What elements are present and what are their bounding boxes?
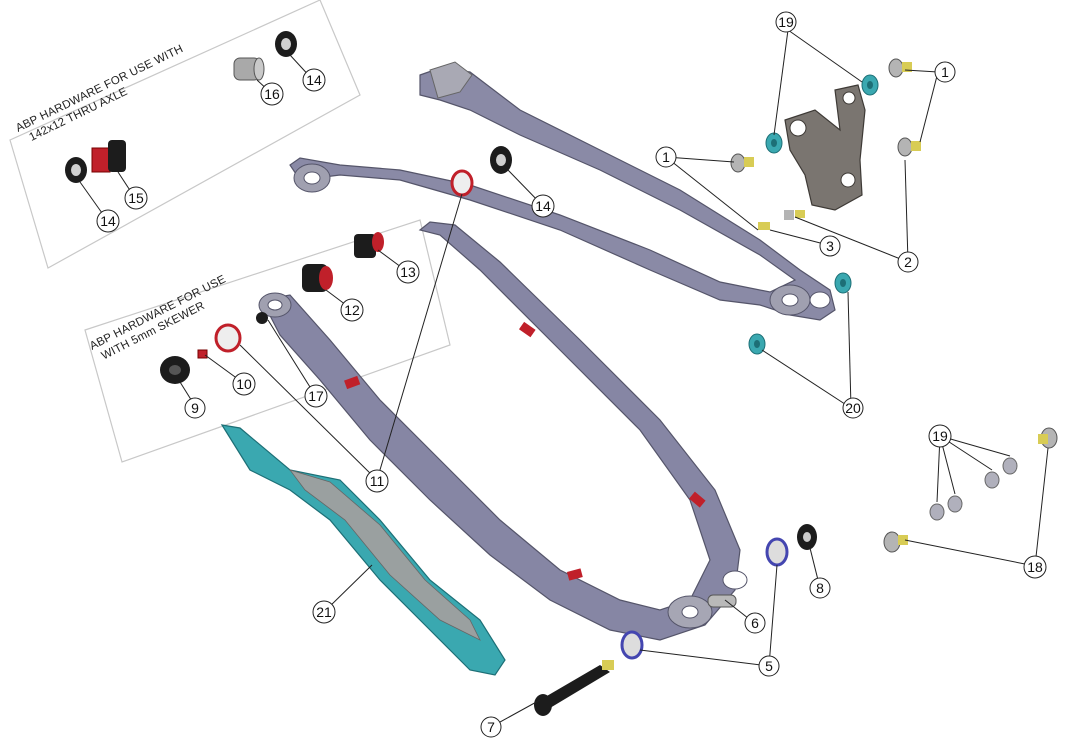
thru-axle-nut-part-15: [91, 140, 126, 173]
callout-17: 17: [304, 384, 328, 408]
svg-text:14: 14: [100, 213, 116, 229]
pivot-bolt-part-1c: [897, 137, 921, 157]
callout-5: 5: [758, 655, 780, 677]
thru-axle-hardware-box: ABP HARDWARE FOR USE WITH 142x12 THRU AX…: [9, 0, 361, 269]
svg-text:14: 14: [306, 72, 322, 88]
callout-7: 7: [480, 716, 502, 738]
svg-text:19: 19: [778, 14, 794, 30]
bearing-part-8: [797, 524, 817, 550]
svg-text:5: 5: [765, 658, 773, 674]
bearing-part-11b: [214, 323, 242, 353]
svg-text:1: 1: [941, 64, 949, 80]
bearing-part-11a: [450, 169, 474, 197]
washer-part-20d: [748, 333, 766, 355]
callout-20-lower: 20: [842, 397, 864, 419]
callout-20-top: 19: [775, 11, 797, 33]
washer-part-20b: [861, 74, 879, 96]
callout-6: 6: [744, 612, 766, 634]
pivot-bolt-part-18b: [883, 531, 908, 553]
pivot-bolt-part-1a: [730, 153, 754, 173]
svg-text:14: 14: [535, 198, 551, 214]
svg-text:16: 16: [264, 86, 280, 102]
svg-text:8: 8: [816, 580, 824, 596]
axle-part-7: [534, 660, 614, 716]
pivot-bolt-part-1b: [888, 58, 912, 78]
svg-text:2: 2: [904, 254, 912, 270]
svg-text:12: 12: [344, 302, 360, 318]
svg-text:3: 3: [826, 238, 834, 254]
callout-21: 21: [312, 600, 336, 624]
callout-14-top-box: 14: [302, 68, 326, 92]
callout-1-top-right: 1: [934, 61, 956, 83]
seat-stay-frame: [289, 61, 836, 321]
svg-text:7: 7: [487, 719, 495, 735]
callout-13: 13: [396, 260, 420, 284]
rocker-link-part: [784, 84, 866, 211]
spacer-part-10: [197, 349, 208, 359]
svg-text:11: 11: [370, 473, 385, 489]
chain-stay-frame: [258, 221, 748, 641]
washer-part-20a: [765, 132, 783, 154]
callout-19: 19: [928, 424, 952, 448]
callout-18: 18: [1023, 555, 1047, 579]
washer-part-19d: [1002, 457, 1018, 475]
chainstay-protector-part: [220, 424, 506, 676]
svg-text:21: 21: [316, 604, 332, 620]
washer-part-19c: [984, 471, 1000, 489]
axle-nut-part-14b: [65, 157, 87, 183]
callout-2: 2: [897, 251, 919, 273]
bolt-part-3: [758, 210, 805, 230]
callout-15: 15: [124, 186, 148, 210]
callout-14-left-box: 14: [96, 209, 120, 233]
bearing-part-5b: [620, 630, 644, 660]
skewer-box-label-line1: ABP HARDWARE FOR USE: [88, 273, 228, 352]
spacer-part-6: [707, 594, 737, 608]
bolt-part-17: [256, 312, 268, 324]
skewer-cap-part-9: [160, 356, 190, 384]
svg-text:17: 17: [308, 388, 324, 404]
callout-12: 12: [340, 298, 364, 322]
axle-nut-part-14c: [490, 146, 512, 174]
bearing-part-5a: [765, 537, 789, 567]
svg-text:13: 13: [400, 264, 416, 280]
leader-lines: [79, 29, 1049, 728]
callout-1-rocker-left: 1: [655, 146, 677, 168]
callout-9: 9: [184, 397, 206, 419]
pivot-bolt-part-18a: [1038, 427, 1058, 449]
skewer-nut-part-13: [354, 232, 384, 258]
thru-axle-box-label-line1: ABP HARDWARE FOR USE WITH: [14, 43, 185, 135]
spacer-part-16: [233, 57, 265, 81]
skewer-nut-part-12: [302, 264, 333, 292]
washer-part-20c: [834, 272, 852, 294]
callout-14-center: 14: [531, 194, 555, 218]
svg-text:10: 10: [236, 376, 252, 392]
svg-text:18: 18: [1027, 559, 1043, 575]
svg-text:19: 19: [932, 428, 948, 444]
callout-3: 3: [819, 235, 841, 257]
washer-part-19a: [929, 503, 945, 521]
svg-text:1: 1: [662, 149, 670, 165]
axle-nut-part-14a: [275, 31, 297, 57]
callout-11: 11: [365, 469, 389, 493]
callout-16: 16: [260, 82, 284, 106]
callout-10: 10: [232, 372, 256, 396]
svg-text:9: 9: [191, 400, 199, 416]
callout-8: 8: [809, 577, 831, 599]
svg-text:15: 15: [128, 190, 144, 206]
svg-text:6: 6: [751, 615, 759, 631]
washer-part-19b: [947, 495, 963, 513]
svg-text:20: 20: [845, 400, 861, 416]
